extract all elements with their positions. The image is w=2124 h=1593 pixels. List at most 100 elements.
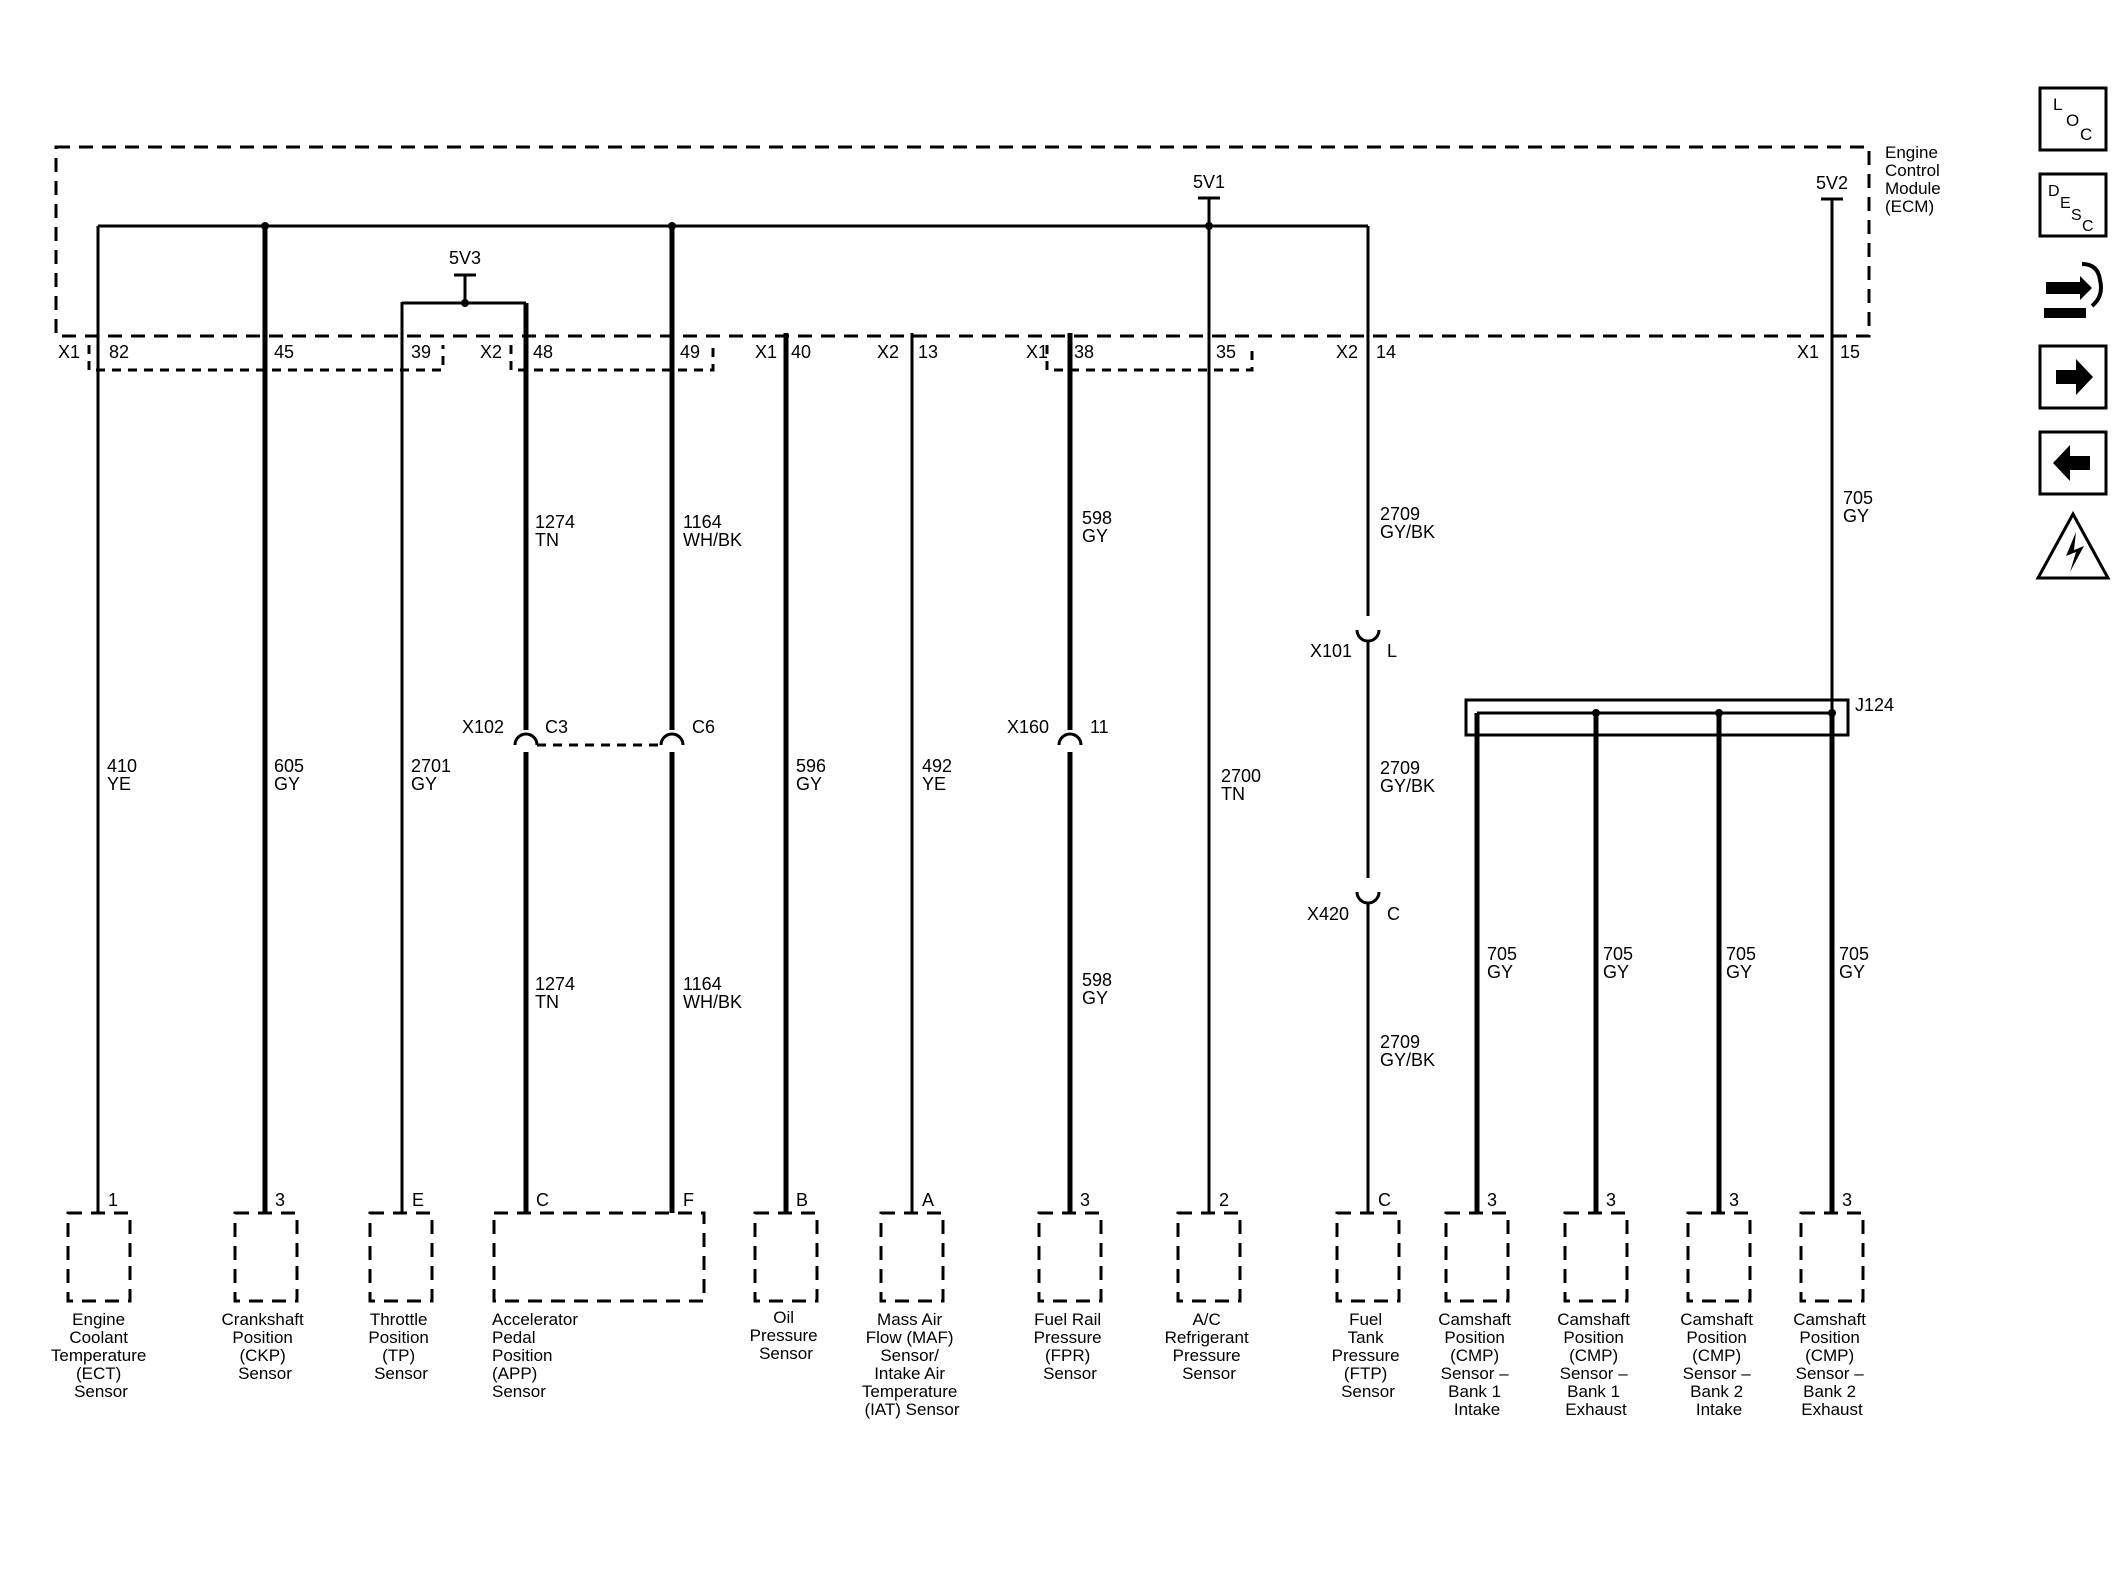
ecm-pin-15: 15 [1840, 342, 1860, 362]
x102-c6-female [659, 732, 685, 746]
wire-ftp-3-color: GY/BK [1380, 1050, 1435, 1070]
wire-tp-color: GY [411, 774, 437, 794]
location-icon[interactable]: L O C [2038, 86, 2108, 152]
ecm-pin-35: 35 [1216, 342, 1236, 362]
ecm-pin-49: 49 [680, 342, 700, 362]
next-arrow-icon[interactable] [2038, 344, 2108, 410]
sensor-box-ftp [1335, 1211, 1401, 1303]
wire-ect-number: 410 [107, 756, 137, 776]
ecm-pin-82: 82 [109, 342, 129, 362]
sensor-labels: Engine Coolant Temperature (ECT) Sensor … [51, 1308, 1866, 1419]
x2-label-b: X2 [877, 342, 899, 362]
wire-cmp-2-number: 705 [1603, 944, 1633, 964]
ecm-pin-45: 45 [274, 342, 294, 362]
x2-label-c: X2 [1336, 342, 1358, 362]
sensor-box-tp [368, 1211, 434, 1303]
wire-maf-color: YE [922, 774, 946, 794]
sensor-pin-oil: B [796, 1190, 808, 1210]
x1-label-a: X1 [58, 342, 80, 362]
x102-c3-female [513, 732, 539, 746]
x1-label-b: X1 [755, 342, 777, 362]
wire-cmp-3-number: 705 [1726, 944, 1756, 964]
sensor-box-oil [753, 1211, 819, 1303]
x1-label-c: X1 [1026, 342, 1048, 362]
connector-tool-icon[interactable] [2040, 258, 2106, 320]
sensor-pin-app-f: F [683, 1190, 694, 1210]
ecm-module: Engine Control Module (ECM) 5V1 5V3 5V2 [54, 143, 1941, 350]
sensor-label-ac: A/C Refrigerant Pressure Sensor [1165, 1310, 1254, 1383]
sensor-box-cmp-3 [1686, 1211, 1752, 1303]
sensor-box-ect [66, 1211, 132, 1303]
sensor-label-fpr: Fuel Rail Pressure (FPR) Sensor [1034, 1310, 1107, 1383]
x420-label: X420 [1307, 904, 1349, 924]
sensor-box-fpr [1037, 1211, 1103, 1303]
sensor-box-maf [879, 1211, 945, 1303]
wire-ftp-3-number: 2709 [1380, 1032, 1420, 1052]
svg-text:D: D [2048, 183, 2060, 200]
wire-app-wh-lower-number: 1164 [683, 974, 722, 994]
wire-ftp-2-number: 2709 [1380, 758, 1420, 778]
sensor-pin-cmp-3: 3 [1729, 1190, 1739, 1210]
ecm-pin-38: 38 [1074, 342, 1094, 362]
sensor-label-maf: Mass Air Flow (MAF) Sensor/ Intake Air T… [862, 1310, 962, 1419]
ecm-pin-48: 48 [533, 342, 553, 362]
sensor-label-app: Accelerator Pedal Position (APP) Sensor [492, 1310, 583, 1401]
sensor-pin-cmp-1: 3 [1487, 1190, 1497, 1210]
sensor-box-cmp-1 [1444, 1211, 1510, 1303]
wire-oil-color: GY [796, 774, 822, 794]
wire-ftp-1-color: GY/BK [1380, 522, 1435, 542]
5v3-junction [461, 299, 469, 307]
ecm-pin-14: 14 [1376, 342, 1396, 362]
sensor-box-ac [1176, 1211, 1242, 1303]
sensor-box-app [492, 1211, 706, 1303]
description-icon[interactable]: D E S C [2038, 172, 2108, 238]
sensor-label-tp: Throttle Position (TP) Sensor [368, 1310, 433, 1383]
5v3-label: 5V3 [449, 248, 481, 268]
sensor-pin-tp: E [412, 1190, 424, 1210]
svg-text:E: E [2060, 195, 2071, 212]
high-voltage-warning-icon[interactable] [2035, 510, 2111, 580]
wire-fpr-upper-number: 598 [1082, 508, 1112, 528]
wire-app-tn-upper-number: 1274 [535, 512, 575, 532]
ecm-pin-13: 13 [918, 342, 938, 362]
sensor-box-cmp-2 [1563, 1211, 1629, 1303]
wire-cmp-4-number: 705 [1839, 944, 1869, 964]
svg-text:L: L [2053, 95, 2062, 114]
wire-cmp-4-color: GY [1839, 962, 1865, 982]
x1-connector-group-a [87, 345, 445, 372]
sensor-pins: 1 3 E C F B A 3 2 C 3 3 3 3 [108, 1190, 1852, 1210]
sensor-label-ckp: Crankshaft Position (CKP) Sensor [222, 1310, 309, 1383]
5v2-label: 5V2 [1816, 173, 1848, 193]
sensor-label-ftp: Fuel Tank Pressure (FTP) Sensor [1332, 1310, 1405, 1401]
wire-app-wh-upper-color: WH/BK [683, 530, 742, 550]
x1-label-d: X1 [1797, 342, 1819, 362]
svg-text:C: C [2082, 218, 2094, 235]
previous-arrow-icon[interactable] [2038, 430, 2108, 496]
wire-ftp-1-number: 2709 [1380, 504, 1420, 524]
wire-ac-color: TN [1221, 784, 1245, 804]
x420-female [1355, 891, 1381, 905]
x102-pin-c6: C6 [692, 717, 715, 737]
wire-ac-number: 2700 [1221, 766, 1261, 786]
wire-cmp-main-number: 705 [1843, 488, 1873, 508]
wire-tp-number: 2701 [411, 756, 451, 776]
x102-label: X102 [462, 717, 504, 737]
wire-fpr-lower-color: GY [1082, 988, 1108, 1008]
x101-female [1355, 629, 1381, 643]
wire-cmp-3-color: GY [1726, 962, 1752, 982]
x160-pin-11: 11 [1090, 717, 1109, 737]
sensor-pin-cmp-4: 3 [1842, 1190, 1852, 1210]
x160-label: X160 [1007, 717, 1049, 737]
sensor-pin-ftp: C [1378, 1190, 1391, 1210]
sensor-label-oil: Oil Pressure Sensor [750, 1308, 823, 1363]
x2-label-a: X2 [480, 342, 502, 362]
wire-app-tn-upper-color: TN [535, 530, 559, 550]
sensor-pin-cmp-2: 3 [1606, 1190, 1616, 1210]
x1-connector-group-b [1045, 345, 1254, 372]
x101-label: X101 [1310, 641, 1352, 661]
j124-splice-pack [1464, 698, 1850, 737]
wire-fpr-lower-number: 598 [1082, 970, 1112, 990]
wire-cmp-main-color: GY [1843, 506, 1869, 526]
svg-text:O: O [2066, 111, 2079, 130]
